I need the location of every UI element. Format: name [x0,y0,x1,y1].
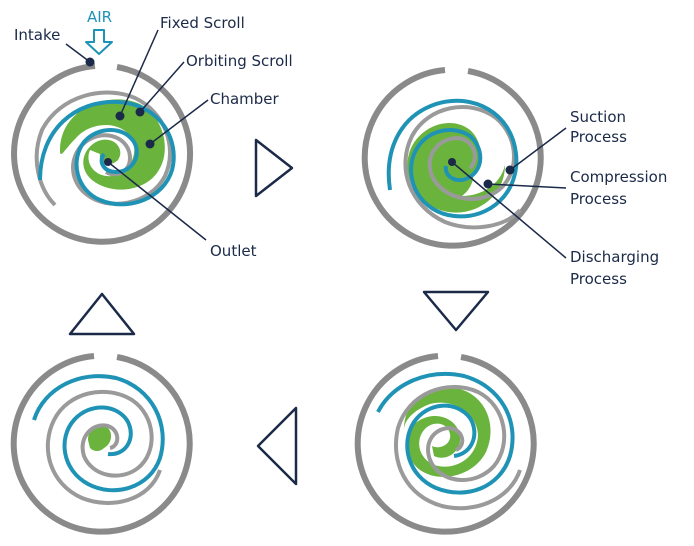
stage-2-annotations: Suction Process Compression Process Disc… [451,108,667,288]
stage-3-outer-ring [354,353,537,535]
air-label: AIR [87,8,112,26]
suction-label-2: Process [570,128,627,146]
stage-2-fixed-scroll [403,105,522,230]
stage-3-orbiting-scroll [376,371,515,495]
stage-1-annotations: Intake Fixed Scroll Orbiting Scroll Cham… [14,14,293,260]
stage-1-chamber [60,99,165,190]
stage-4-orbiting-scroll [32,374,165,493]
chamber-label: Chamber [210,90,280,108]
stage-1-fixed-scroll [34,90,173,207]
stage-4-fixed-scroll [45,389,162,505]
stage-2-orbiting-scroll [386,98,519,219]
stage-3-chamber [404,387,491,477]
left-arrow-icon [256,406,298,486]
air-intake-arrow: AIR [85,8,113,55]
stage-2-compression [361,67,544,249]
suction-label-1: Suction [570,108,626,126]
stage-2-chamber [407,123,505,213]
stage-1-outer-ring [11,63,194,245]
compression-label-2: Process [570,190,627,208]
stage-4-return [10,353,193,535]
up-arrow-icon [68,292,136,336]
fixed-scroll-label: Fixed Scroll [160,14,245,32]
orbiting-scroll-label: Orbiting Scroll [186,52,293,70]
stage-3-fixed-scroll [393,384,522,511]
right-arrow-icon [254,138,294,198]
stage-1-intake [11,63,194,245]
discharging-label-2: Process [570,270,627,288]
stage-1-orbiting-scroll [38,99,176,207]
stage-3-discharge [354,353,537,535]
outlet-label: Outlet [210,242,257,260]
down-arrow-icon [422,290,490,332]
intake-label: Intake [14,26,60,44]
air-arrow-icon [85,29,113,55]
discharging-label-1: Discharging [570,248,659,266]
stage-4-chamber [88,424,112,451]
stage-4-outer-ring [10,353,193,535]
compression-label-1: Compression [570,168,667,186]
stage-2-outer-ring [361,67,544,249]
